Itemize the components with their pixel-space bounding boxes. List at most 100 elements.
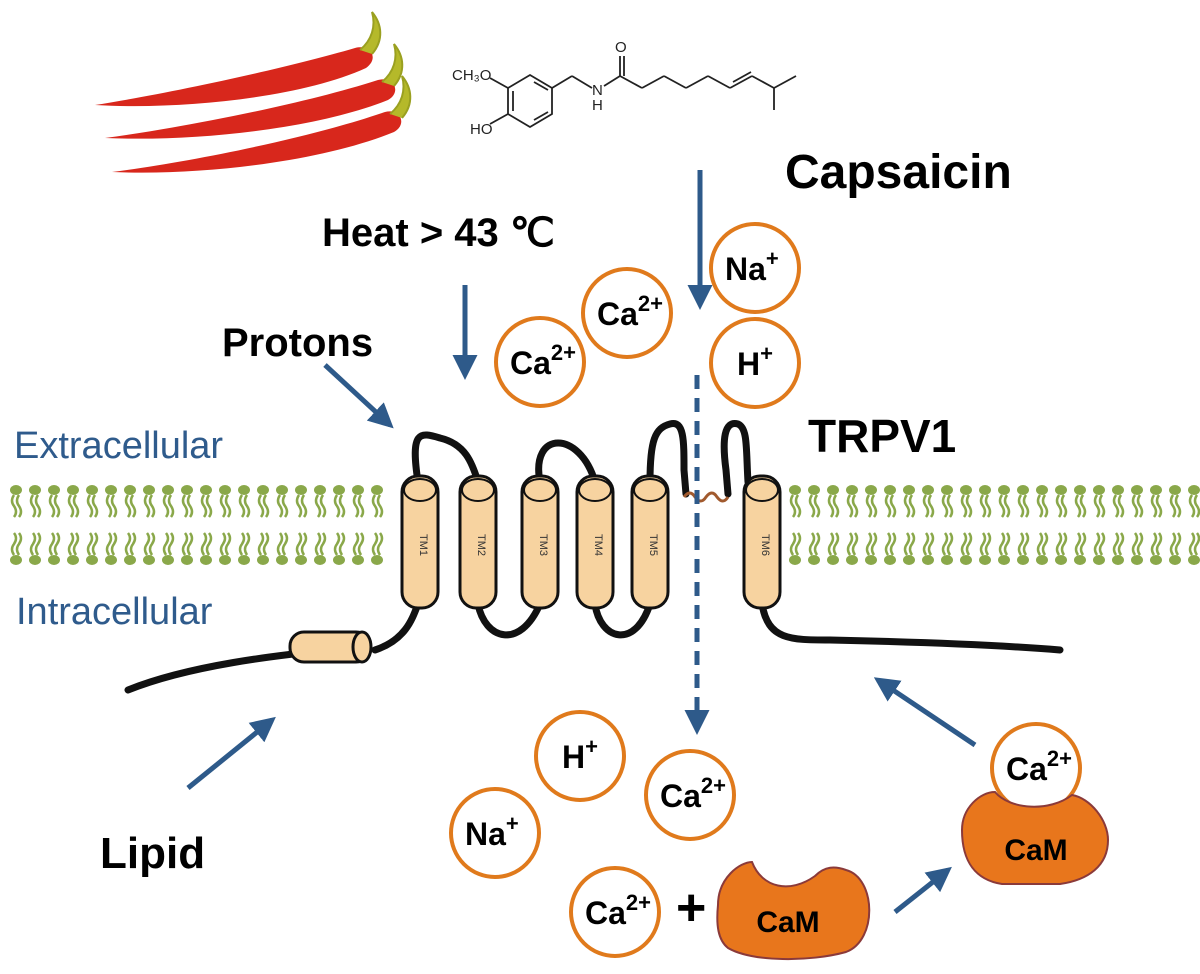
lipid-head: [806, 531, 822, 567]
helix-tm5: TM5: [630, 474, 670, 610]
carbonyl-oxygen-label: O: [615, 39, 627, 56]
helix-label: TM5: [647, 534, 659, 556]
lipid-head: [293, 483, 309, 519]
helix-label: TM4: [592, 534, 604, 556]
helix-label: TM1: [417, 534, 429, 556]
calmodulin-free-label: CaM: [756, 906, 819, 939]
hydroxy-label: HO: [470, 121, 493, 138]
helix-tm1: TM1: [400, 474, 440, 610]
lipid-head: [958, 531, 974, 567]
lipid-head: [65, 531, 81, 567]
protons-arrow: [323, 363, 394, 429]
lipid-head: [1053, 531, 1069, 567]
lipid-head: [160, 531, 176, 567]
lipid-head: [825, 531, 841, 567]
lipid-head: [1186, 483, 1200, 519]
ion-ca: Ca2+: [569, 866, 661, 958]
ion-na: Na+: [449, 787, 541, 879]
lipid-head: [65, 483, 81, 519]
ions: Na+ Ca2+ Ca2+ H+ H+ Ca2+ Na+ Ca2+ Ca2+: [449, 222, 1082, 958]
lipid-head: [920, 531, 936, 567]
lipid-head: [122, 483, 138, 519]
lipid-head: [46, 531, 62, 567]
ion-ca: Ca2+: [494, 316, 586, 408]
heat-label: Heat > 43 ℃: [322, 211, 555, 255]
lipid-head: [84, 531, 100, 567]
lipid-head: [939, 531, 955, 567]
helix-tm4: TM4: [575, 474, 615, 610]
ion-label: Ca2+: [660, 773, 726, 814]
lipid-head: [863, 483, 879, 519]
lipid-head: [1091, 531, 1107, 567]
lipid-head: [844, 483, 860, 519]
lipid-head: [350, 531, 366, 567]
helix-label: TM2: [475, 534, 487, 556]
helix-label: TM6: [759, 534, 771, 556]
lipid-head: [1072, 531, 1088, 567]
chili-pepper: [105, 43, 404, 139]
lipid-head: [103, 531, 119, 567]
lipid-head: [160, 483, 176, 519]
lipid-head: [1167, 483, 1183, 519]
lipid-head: [217, 483, 233, 519]
lipid-head: [198, 531, 214, 567]
ion-label: Ca2+: [1006, 746, 1072, 787]
ion-ca: Ca2+: [990, 722, 1082, 814]
chili-pepper: [95, 11, 382, 107]
lipid-head: [179, 531, 195, 567]
lipid-head: [1148, 483, 1164, 519]
lipid-head: [141, 531, 157, 567]
calmodulin-bound-label: CaM: [1004, 834, 1067, 867]
lipid-head: [1034, 531, 1050, 567]
lipid-head: [958, 483, 974, 519]
lipid-head: [27, 483, 43, 519]
lipid-head: [179, 483, 195, 519]
lipid-head: [996, 531, 1012, 567]
amide-hydrogen-label: H: [592, 97, 603, 114]
trpv1-label: TRPV1: [808, 410, 956, 462]
lipid-head: [141, 483, 157, 519]
lipid-arrow: [186, 716, 276, 790]
lipid-head: [1072, 483, 1088, 519]
lipid-head: [350, 483, 366, 519]
lipid-head: [255, 531, 271, 567]
methoxy-label: CH₃O: [452, 67, 491, 84]
ion-na: Na+: [709, 222, 801, 314]
lipid-head: [274, 531, 290, 567]
calmodulin-free: CaM: [716, 860, 871, 961]
lipid-head: [977, 483, 993, 519]
lipid-head: [996, 483, 1012, 519]
capsaicin-structure: [489, 56, 797, 129]
ion-label: Na+: [465, 811, 519, 852]
ion-label: Na+: [725, 246, 779, 287]
ion-label: Ca2+: [585, 890, 651, 931]
ion-h: H+: [709, 317, 801, 409]
ion-h: H+: [534, 710, 626, 802]
lipid-head: [1015, 483, 1031, 519]
lipid-head: [369, 483, 385, 519]
lipid-head: [255, 483, 271, 519]
intracellular-label: Intracellular: [16, 591, 213, 633]
ion-label: Ca2+: [597, 291, 663, 332]
ion-label: H+: [562, 734, 598, 775]
lipid-head: [1015, 531, 1031, 567]
lipid-head: [1110, 483, 1126, 519]
lipid-head: [1091, 483, 1107, 519]
helix-tm2: TM2: [458, 474, 498, 610]
lipid-head: [8, 483, 24, 519]
lipid-head: [901, 483, 917, 519]
ion-ca: Ca2+: [581, 267, 673, 359]
lipid-head: [882, 483, 898, 519]
lipid-head: [806, 483, 822, 519]
ion-ca: Ca2+: [644, 749, 736, 841]
lipid-head: [1053, 483, 1069, 519]
trpv1-backbone: [124, 420, 1064, 694]
plus-sign: +: [676, 879, 706, 937]
lipid-head: [787, 483, 803, 519]
lipid-head: [787, 531, 803, 567]
lipid-head: [939, 483, 955, 519]
lipid-head: [1034, 483, 1050, 519]
lipid-head: [312, 483, 328, 519]
